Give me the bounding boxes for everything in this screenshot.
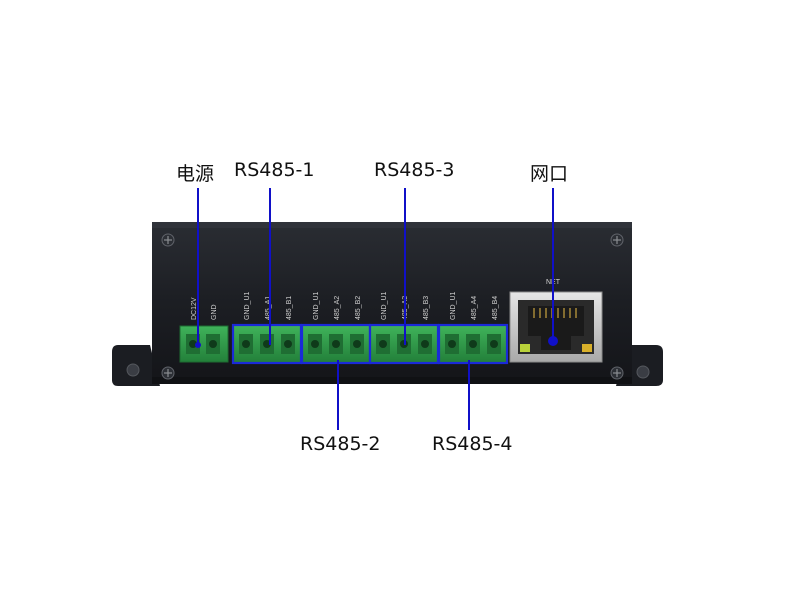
left-ear-screw bbox=[126, 363, 140, 377]
rs485-terminal-label: 485_B4 bbox=[492, 296, 499, 320]
callout-net-port: 网口 bbox=[530, 163, 569, 185]
rj45-port bbox=[509, 291, 603, 363]
rs485-group-4 bbox=[437, 323, 509, 365]
callout-rs485-3: RS485-3 bbox=[374, 159, 455, 181]
rs485-terminal-label: 485_B3 bbox=[423, 296, 430, 320]
rs485-terminal-label: GND_U1 bbox=[244, 291, 251, 320]
callout-rs485-2: RS485-2 bbox=[300, 433, 381, 455]
power-terminal-label: DC12V bbox=[191, 297, 198, 320]
rs485-terminal-label: 485_A4 bbox=[471, 296, 478, 320]
callout-dots bbox=[195, 336, 558, 348]
callout-power: 电源 bbox=[176, 163, 215, 185]
rs485-group-1 bbox=[231, 323, 303, 365]
rs485-terminal-label: GND_U1 bbox=[313, 291, 320, 320]
callout-rs485-4: RS485-4 bbox=[432, 433, 513, 455]
power-terminal-block bbox=[179, 325, 229, 363]
activity-led-icon bbox=[582, 344, 592, 352]
rs485-terminal-label: 485_B1 bbox=[286, 296, 293, 320]
callout-lines bbox=[197, 188, 554, 430]
right-ear-screw bbox=[636, 365, 650, 379]
callout-rs485-1: RS485-1 bbox=[234, 159, 315, 181]
rs485-terminal-label: 485_B2 bbox=[355, 296, 362, 320]
rs485-terminal-label: 485_A2 bbox=[334, 296, 341, 320]
rs485-terminal-label: GND_U1 bbox=[450, 291, 457, 320]
rs485-group-2 bbox=[300, 323, 372, 365]
link-led-icon bbox=[520, 344, 530, 352]
power-terminal-label: GND bbox=[211, 304, 218, 320]
rs485-terminal-blocks bbox=[231, 323, 509, 365]
rs485-terminal-label: 485_A1 bbox=[265, 296, 272, 320]
rs485-terminal-label: GND_U1 bbox=[381, 291, 388, 320]
